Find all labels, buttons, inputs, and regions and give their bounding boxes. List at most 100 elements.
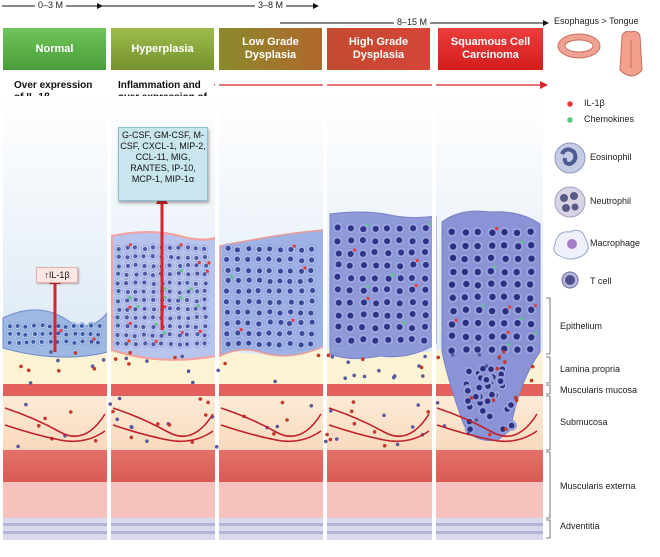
cell <box>487 413 493 420</box>
cell <box>246 268 252 274</box>
cell <box>156 422 160 426</box>
cell <box>528 306 535 313</box>
cell <box>202 341 207 346</box>
cell <box>133 254 138 259</box>
cell <box>298 310 304 316</box>
cell <box>234 247 240 253</box>
cell <box>359 250 366 257</box>
cell <box>276 257 282 263</box>
cell <box>395 442 400 447</box>
cell <box>224 321 230 327</box>
cell <box>92 337 96 341</box>
cell <box>142 271 148 276</box>
cell <box>414 284 418 288</box>
cell <box>501 229 508 236</box>
cell <box>382 413 386 418</box>
cell <box>450 307 457 315</box>
cell <box>299 330 305 337</box>
cell <box>225 277 231 283</box>
cell <box>334 224 341 231</box>
cell <box>308 310 314 316</box>
cell <box>127 362 131 366</box>
cell <box>40 323 45 328</box>
cell <box>476 306 483 314</box>
cell <box>167 332 172 337</box>
cell <box>124 333 129 338</box>
stage-high-grade-dysplasia: High Grade Dysplasia <box>327 28 430 70</box>
cell <box>463 346 470 353</box>
cell <box>513 293 521 301</box>
cell <box>179 243 183 247</box>
cell <box>117 307 122 312</box>
cell <box>501 345 508 352</box>
cell <box>16 444 20 449</box>
cell <box>64 339 69 344</box>
cell <box>502 350 506 354</box>
cell <box>308 277 314 283</box>
timeline-label-3-8: 3–8 M <box>255 0 287 10</box>
cell <box>72 340 77 345</box>
cell <box>474 346 481 353</box>
blood-vessel <box>436 407 538 437</box>
cell <box>56 358 60 363</box>
cell <box>422 323 428 330</box>
neutrophil-icon <box>554 186 586 218</box>
cell <box>528 255 535 262</box>
cell <box>462 242 469 250</box>
cell <box>488 280 495 287</box>
cell <box>150 315 156 320</box>
cell <box>346 262 353 269</box>
cell <box>205 269 209 273</box>
cell <box>410 261 417 268</box>
cell <box>101 358 106 362</box>
cell <box>133 280 138 285</box>
cell <box>286 321 293 327</box>
cell <box>384 238 391 245</box>
cell <box>256 299 262 305</box>
cell <box>371 275 378 282</box>
cell <box>225 341 231 347</box>
cell <box>24 340 29 345</box>
cell <box>408 275 415 281</box>
cell <box>195 271 200 276</box>
cell <box>422 225 429 232</box>
cell <box>361 357 365 362</box>
cell <box>235 330 241 336</box>
cell <box>202 333 207 338</box>
cell <box>324 439 328 444</box>
cell <box>528 334 535 341</box>
cell <box>133 307 138 312</box>
cell <box>124 341 129 346</box>
cell <box>224 331 230 337</box>
cell <box>371 249 378 255</box>
cell <box>184 332 189 337</box>
cell <box>216 368 220 373</box>
cell <box>383 225 390 232</box>
cell <box>448 281 456 288</box>
cell <box>372 430 377 434</box>
cell <box>124 272 129 277</box>
cell <box>207 261 211 265</box>
cell <box>167 324 172 329</box>
cell <box>142 246 148 252</box>
cell <box>335 261 342 268</box>
cell <box>124 281 129 286</box>
cell <box>96 332 101 337</box>
cell <box>467 426 473 433</box>
cell <box>487 268 494 275</box>
cell <box>501 269 508 276</box>
cell <box>184 297 190 303</box>
cell <box>410 425 415 429</box>
cell <box>385 275 392 282</box>
blood-vessel <box>112 407 214 437</box>
cell <box>180 354 184 359</box>
cell <box>177 315 182 320</box>
cell <box>422 238 429 245</box>
cell <box>15 323 20 328</box>
cell <box>203 314 208 319</box>
cell <box>513 269 520 276</box>
cell <box>111 409 115 414</box>
cell <box>56 331 61 336</box>
cell <box>488 432 492 437</box>
legend-il-1b: IL-1β <box>584 98 605 108</box>
